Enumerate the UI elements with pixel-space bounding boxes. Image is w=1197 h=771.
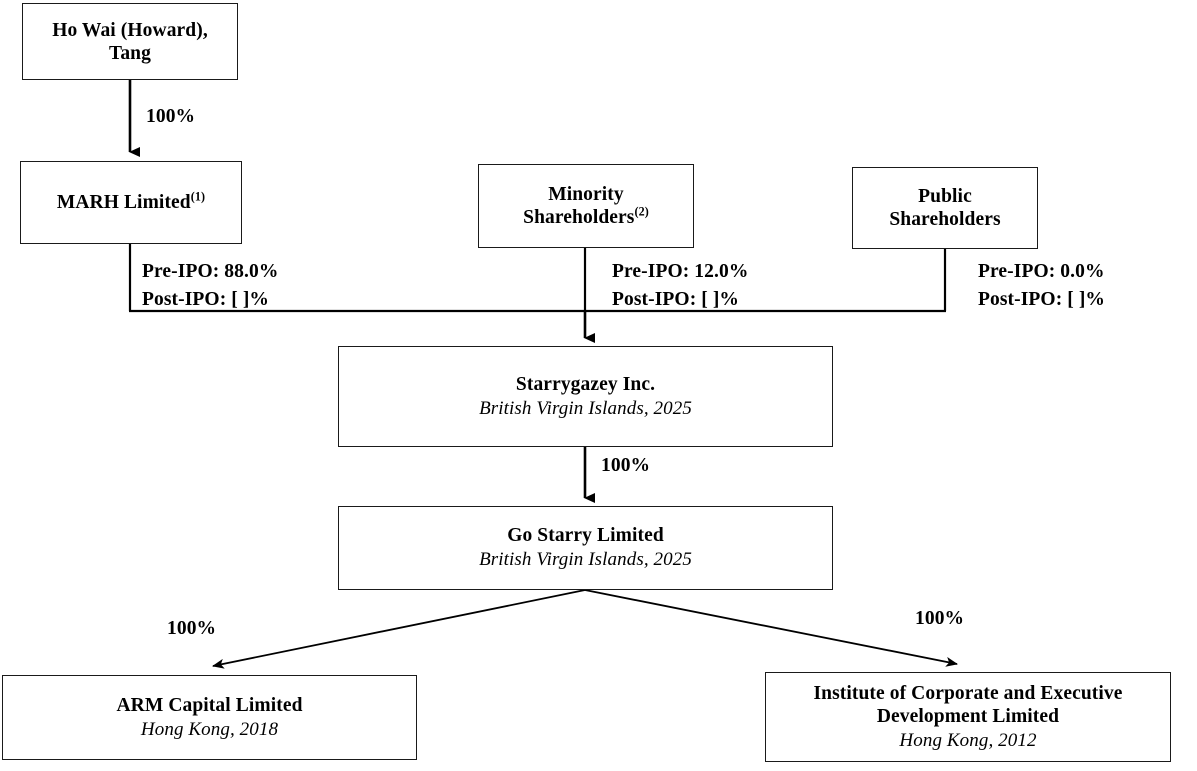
footnote-marker-2: (2) bbox=[634, 204, 649, 219]
node-arm-capital-limited[interactable]: ARM Capital Limited Hong Kong, 2018 bbox=[2, 675, 417, 760]
node-marh-limited[interactable]: MARH Limited(1) bbox=[20, 161, 242, 244]
ownership-minority-pre: Pre-IPO: 12.0% bbox=[612, 261, 749, 282]
node-founder-name: Ho Wai (Howard), Tang bbox=[52, 19, 208, 64]
node-institute-of-corporate-and-executive-development-limited[interactable]: Institute of Corporate and Executive Dev… bbox=[765, 672, 1171, 762]
node-founder[interactable]: Ho Wai (Howard), Tang bbox=[22, 3, 238, 80]
node-institute-jurisdiction: Hong Kong, 2012 bbox=[899, 729, 1037, 751]
ownership-minority-post: Post-IPO: [ ]% bbox=[612, 288, 740, 310]
node-marh-limited-name: MARH Limited(1) bbox=[56, 189, 206, 213]
node-starrygazey-inc-name: Starrygazey Inc. bbox=[515, 373, 656, 395]
edge-label-starrygazey-to-gostarry: 100% bbox=[601, 455, 651, 476]
node-public-shareholders[interactable]: Public Shareholders bbox=[852, 167, 1038, 249]
node-go-starry-limited-name: Go Starry Limited bbox=[507, 525, 664, 547]
edge-label-founder-to-marh: 100% bbox=[146, 106, 196, 127]
node-go-starry-limited-jurisdiction: British Virgin Islands, 2025 bbox=[479, 549, 692, 571]
node-minority-shareholders[interactable]: Minority Shareholders(2) bbox=[478, 164, 694, 248]
edge-label-gostarry-to-institute: 100% bbox=[915, 608, 965, 629]
node-arm-capital-limited-jurisdiction: Hong Kong, 2018 bbox=[140, 718, 279, 740]
ownership-label-minority: Pre-IPO: 12.0% Post-IPO: [ ]% bbox=[612, 258, 748, 313]
ownership-marh-pre: Pre-IPO: 88.0% bbox=[142, 261, 279, 282]
ownership-marh-post: Post-IPO: [ ]% bbox=[142, 288, 270, 310]
node-institute-name: Institute of Corporate and Executive Dev… bbox=[813, 682, 1123, 727]
node-starrygazey-inc-jurisdiction: British Virgin Islands, 2025 bbox=[479, 397, 692, 419]
node-public-shareholders-name: Public Shareholders bbox=[889, 186, 1001, 230]
node-starrygazey-inc[interactable]: Starrygazey Inc. British Virgin Islands,… bbox=[338, 346, 833, 447]
ownership-public-pre: Pre-IPO: 0.0% bbox=[978, 261, 1105, 282]
node-minority-shareholders-name: Minority Shareholders(2) bbox=[523, 184, 649, 228]
node-arm-capital-limited-name: ARM Capital Limited bbox=[116, 694, 303, 716]
ownership-label-public: Pre-IPO: 0.0% Post-IPO: [ ]% bbox=[978, 258, 1105, 313]
ownership-label-marh: Pre-IPO: 88.0% Post-IPO: [ ]% bbox=[142, 258, 278, 313]
ownership-public-post: Post-IPO: [ ]% bbox=[978, 288, 1106, 310]
footnote-marker-1: (1) bbox=[190, 189, 206, 204]
node-go-starry-limited[interactable]: Go Starry Limited British Virgin Islands… bbox=[338, 506, 833, 590]
edge-label-gostarry-to-arm: 100% bbox=[167, 618, 217, 639]
